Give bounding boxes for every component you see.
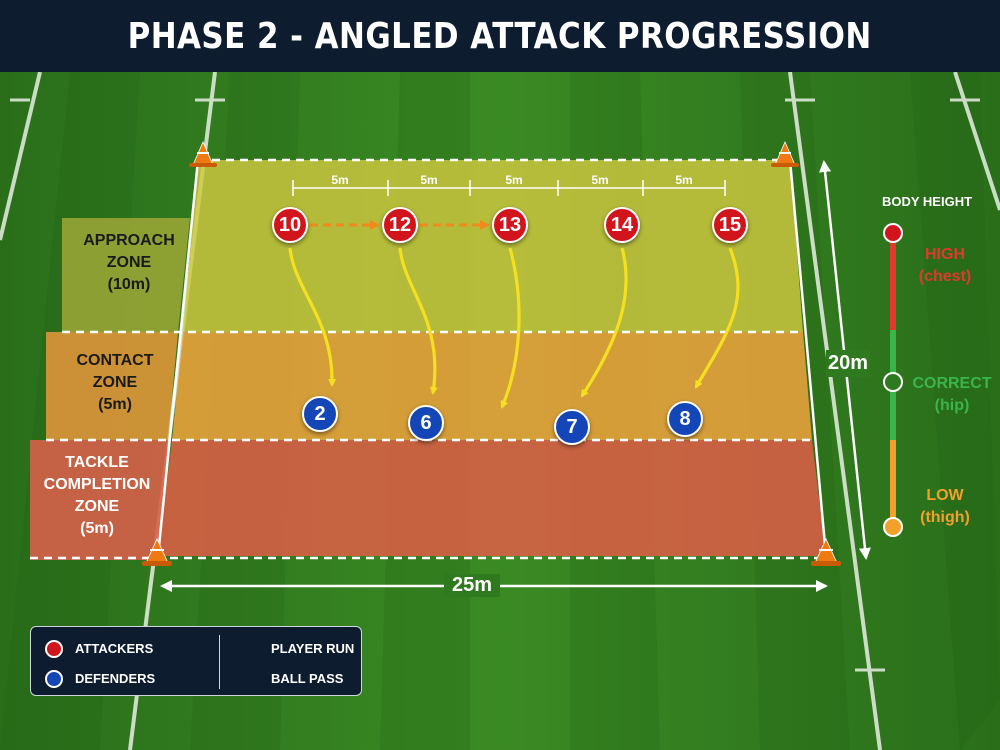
tackle-zone-panel — [30, 440, 168, 560]
legend: ATTACKERS DEFENDERS PLAYER RUN BALL PASS — [30, 626, 362, 696]
spacing-label: 5m — [420, 173, 438, 187]
level-detail: (thigh) — [920, 509, 970, 526]
attacker-player: 12 — [382, 207, 418, 243]
attacker-player: 13 — [492, 207, 528, 243]
level-name: CORRECT — [912, 375, 992, 392]
length-dimension-label: 20m — [826, 350, 871, 377]
zone-label-contact: CONTACT ZONE (5m) — [60, 350, 170, 416]
cone-icon — [142, 538, 172, 566]
body-height-low: LOW (thigh) — [890, 485, 1000, 529]
attacker-player: 10 — [272, 207, 308, 243]
zone-label-line: (5m) — [98, 396, 132, 413]
cone-icon — [189, 140, 217, 167]
defender-player: 6 — [408, 405, 444, 441]
zone-label-line: (10m) — [107, 276, 151, 293]
page-title: PHASE 2 - ANGLED ATTACK PROGRESSION — [127, 15, 873, 57]
zone-label-line: ZONE — [74, 498, 120, 515]
legend-defenders: DEFENDERS — [75, 671, 156, 686]
legend-divider — [219, 635, 220, 689]
zone-label-approach: APPROACH ZONE (10m) — [74, 230, 184, 296]
legend-ball-pass: BALL PASS — [271, 671, 344, 686]
zone-label-line: COMPLETION — [43, 476, 151, 493]
level-detail: (chest) — [918, 268, 972, 285]
legend-player-run: PLAYER RUN — [271, 641, 355, 656]
spacing-label: 5m — [675, 173, 693, 187]
spacing-label: 5m — [331, 173, 349, 187]
legend-attackers: ATTACKERS — [75, 641, 154, 656]
level-name: HIGH — [925, 246, 965, 263]
zone-label-tackle: TACKLE COMPLETION ZONE (5m) — [38, 452, 156, 540]
spacing-ruler — [292, 180, 726, 196]
title-bar: PHASE 2 - ANGLED ATTACK PROGRESSION — [0, 0, 1000, 72]
zone-label-line: ZONE — [106, 254, 152, 271]
defender-legend-icon — [45, 670, 63, 688]
cone-icon — [771, 140, 799, 167]
approach-zone — [183, 160, 803, 332]
player-run-arrows — [288, 247, 740, 409]
defender-player: 8 — [667, 401, 703, 437]
level-detail: (hip) — [934, 397, 970, 414]
body-height-high: HIGH (chest) — [890, 244, 1000, 288]
contact-zone-panel — [46, 332, 178, 440]
attacker-player: 14 — [604, 207, 640, 243]
correct-marker — [883, 372, 903, 392]
level-name: LOW — [926, 487, 964, 504]
low-marker — [883, 517, 903, 537]
zone-label-line: ZONE — [92, 374, 138, 391]
zone-label-line: TACKLE — [65, 454, 129, 471]
run-arrow-12 — [398, 247, 438, 395]
run-arrow-13 — [500, 247, 521, 409]
tackle-zone — [158, 440, 826, 556]
attacker-legend-icon — [45, 640, 63, 658]
contact-zone — [172, 332, 812, 440]
attacker-player: 15 — [712, 207, 748, 243]
zone-label-line: (5m) — [80, 520, 114, 537]
run-arrow-14 — [580, 247, 628, 398]
defender-player: 7 — [554, 409, 590, 445]
defender-player: 2 — [302, 396, 338, 432]
body-height-correct: CORRECT (hip) — [897, 373, 1000, 417]
approach-zone-panel — [62, 218, 190, 332]
zone-label-line: APPROACH — [83, 232, 175, 249]
body-height-title: BODY HEIGHT — [881, 194, 973, 209]
zone-label-line: CONTACT — [76, 352, 154, 369]
run-arrow-10 — [288, 247, 337, 387]
spacing-label: 5m — [505, 173, 523, 187]
body-height-scale — [883, 223, 903, 537]
spacing-label: 5m — [591, 173, 609, 187]
high-marker — [883, 223, 903, 243]
run-arrow-15 — [694, 247, 740, 389]
width-dimension-label: 25m — [444, 574, 501, 597]
